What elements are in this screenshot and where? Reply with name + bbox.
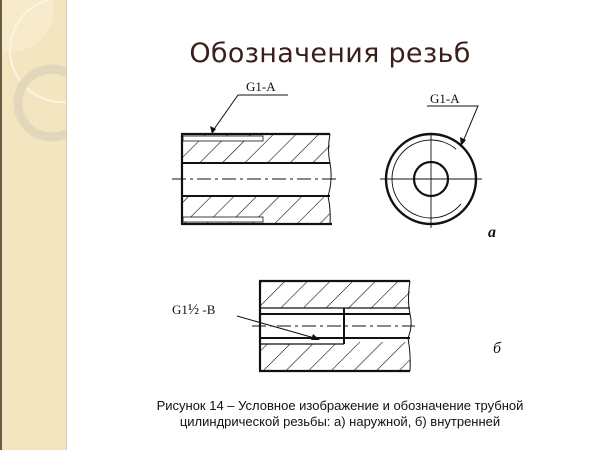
decorative-sidebar (0, 0, 115, 450)
caption-line-2: цилиндрической резьбы: а) наружной, б) в… (179, 414, 501, 429)
figure-a-marker: а (488, 224, 496, 241)
figure-b-label-prefix: G1 (172, 302, 188, 317)
figure-a-end-view (380, 105, 482, 228)
figure-b-section (236, 279, 415, 373)
figure-a-side-label: G1-A (246, 79, 276, 94)
figure-a-end-label: G1-A (430, 91, 460, 106)
figure-b-marker: б (493, 340, 502, 357)
figure-a-side-view (172, 94, 336, 226)
figure-b-label-suffix: -B (199, 302, 216, 317)
caption-line-1: Рисунок 14 – Условное изображение и обоз… (156, 398, 524, 413)
slide-title: Обозначения резьб (189, 38, 471, 69)
figure-b-label: G1½ -B (172, 302, 215, 319)
figure-caption: Рисунок 14 – Условное изображение и обоз… (80, 398, 600, 430)
sidebar-edge (0, 0, 2, 450)
figure-b-label-fraction: ½ (187, 302, 200, 318)
